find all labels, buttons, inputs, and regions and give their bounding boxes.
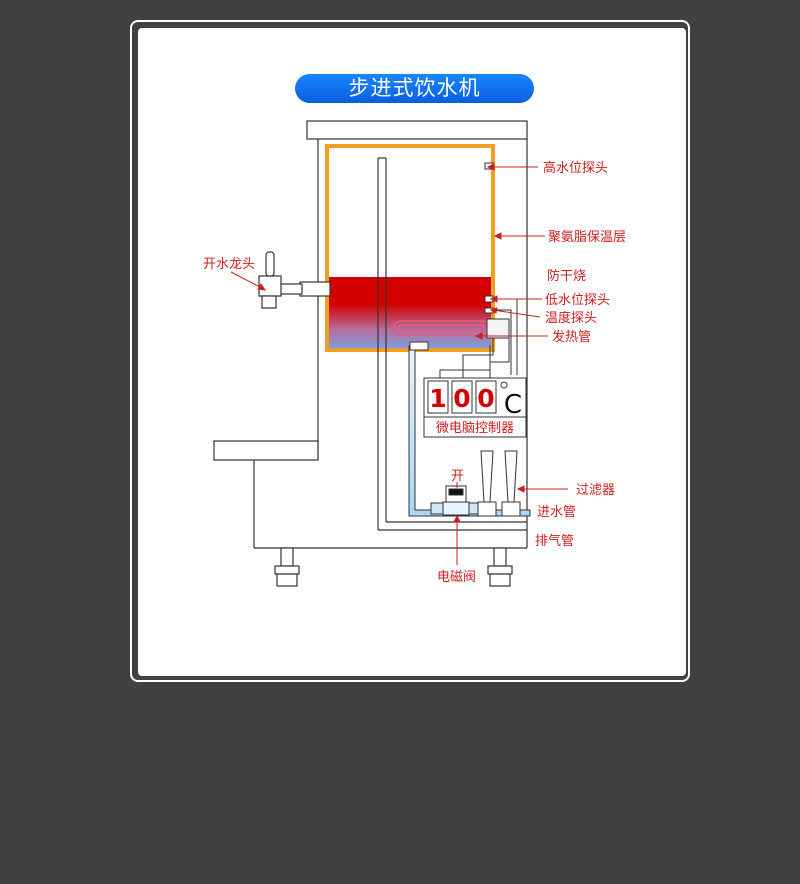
left-foot	[274, 547, 300, 587]
label-high-level-probe: 高水位探头	[543, 160, 608, 176]
right-foot	[487, 547, 513, 587]
controller-panel	[423, 377, 527, 438]
hot-water-tap	[258, 251, 331, 309]
page-title: 步进式饮水机	[295, 74, 534, 103]
solenoid-valve	[430, 485, 480, 516]
outer-frame	[130, 20, 690, 682]
label-tap: 开水龙头	[203, 257, 255, 272]
display-digit-2: 0	[453, 384, 470, 413]
label-open: 开	[451, 469, 464, 484]
label-vent-pipe: 排气管	[535, 533, 574, 549]
heating-terminal	[486, 318, 510, 339]
inlet-pipe	[408, 345, 531, 517]
label-solenoid-valve: 电磁阀	[437, 570, 476, 585]
leader-lines	[230, 163, 568, 565]
label-low-level-probe: 低水位探头	[545, 293, 610, 308]
label-inlet-pipe: 进水管	[537, 505, 576, 520]
display-unit: C	[504, 390, 522, 420]
filter-1	[477, 450, 497, 517]
label-filter: 过滤器	[576, 483, 615, 498]
controller-label: 微电脑控制器	[436, 421, 514, 436]
vent-pipe	[377, 157, 527, 531]
display-digit-3: 0	[477, 384, 494, 413]
label-dry-burn: 防干烧	[547, 268, 586, 284]
filter-2	[501, 450, 521, 517]
label-insulation: 聚氨脂保温层	[548, 230, 626, 245]
label-temp-probe: 温度探头	[545, 310, 597, 326]
machine-body	[213, 120, 528, 549]
display-digit-1: 1	[429, 384, 446, 413]
hot-water	[329, 277, 491, 348]
label-heating-tube: 发热管	[552, 329, 591, 345]
inlet-connector	[409, 341, 429, 351]
